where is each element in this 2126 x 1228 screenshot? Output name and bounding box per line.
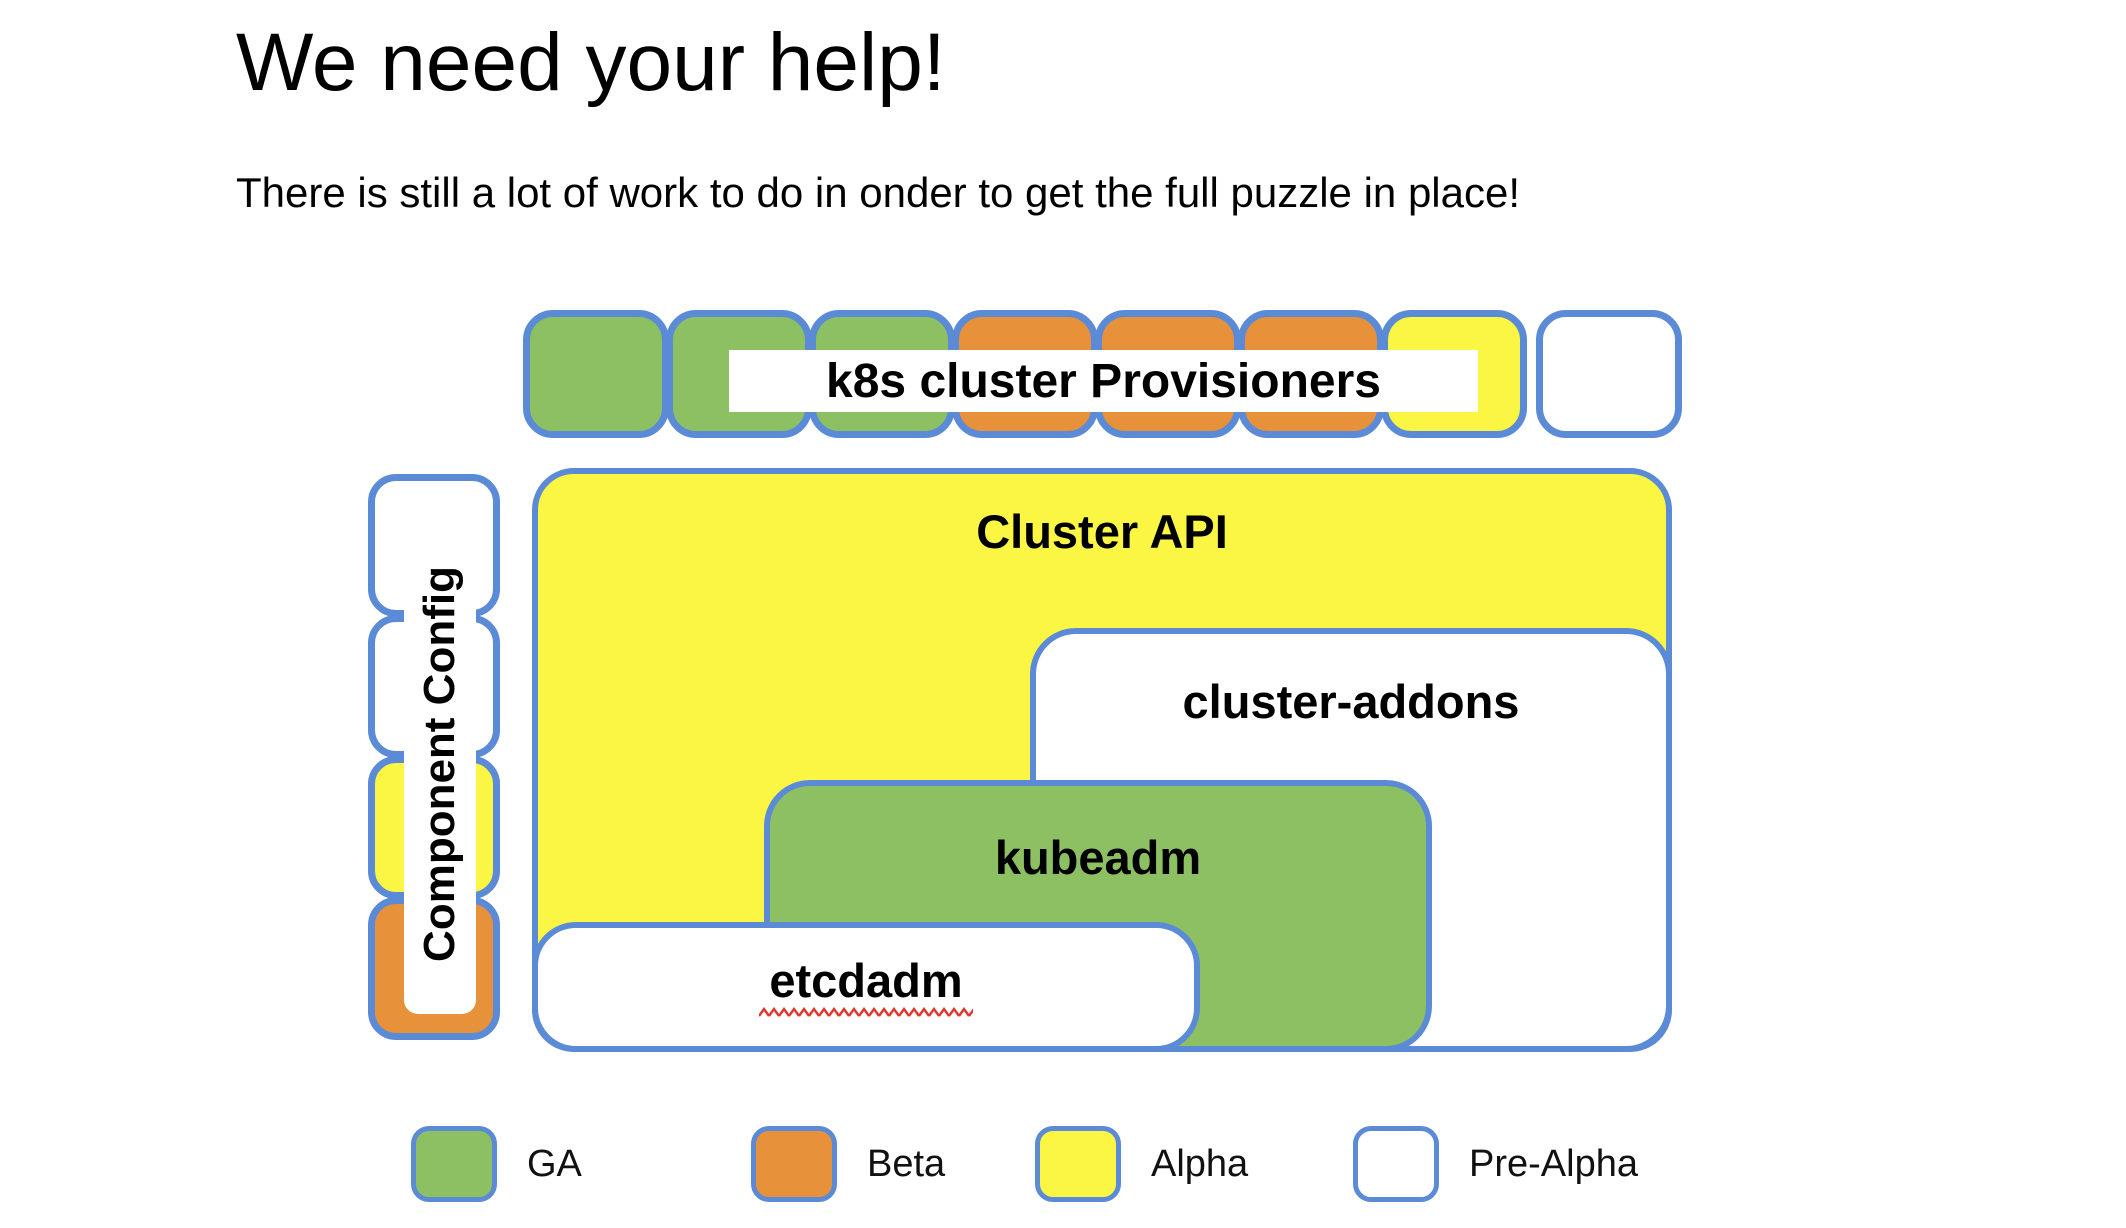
etcdadm-label: etcdadm — [769, 954, 963, 1008]
legend-item-prealpha: Pre-Alpha — [1353, 1126, 1638, 1202]
legend-label-beta: Beta — [867, 1142, 946, 1185]
prealpha-square — [1536, 310, 1682, 438]
ga-square — [523, 310, 669, 438]
page-subtitle: There is still a lot of work to do in on… — [236, 169, 1521, 216]
component-config-label-text: Component Config — [415, 566, 465, 962]
page-title: We need your help! — [236, 17, 946, 108]
legend-label-ga: GA — [527, 1142, 582, 1185]
ga-legend-swatch — [411, 1126, 497, 1202]
provisioners-label: k8s cluster Provisioners — [729, 350, 1478, 412]
prealpha-legend-swatch — [1353, 1126, 1439, 1202]
etcdadm-block: etcdadm — [532, 922, 1200, 1052]
legend-item-ga: GA — [411, 1126, 582, 1202]
squiggle-fill — [759, 1006, 973, 1018]
legend-label-alpha: Alpha — [1151, 1142, 1249, 1185]
legend-item-beta: Beta — [751, 1126, 945, 1202]
kubeadm-label: kubeadm — [994, 831, 1202, 884]
beta-legend-swatch — [751, 1126, 837, 1202]
legend-item-alpha: Alpha — [1035, 1126, 1248, 1202]
spellcheck-squiggle-underline — [759, 1006, 973, 1018]
legend-label-prealpha: Pre-Alpha — [1469, 1142, 1638, 1185]
alpha-legend-swatch — [1035, 1126, 1121, 1202]
cluster-addons-label: cluster-addons — [1182, 675, 1520, 728]
component-config-label: Component Config — [404, 514, 476, 1014]
cluster-api-label: Cluster API — [976, 505, 1228, 558]
